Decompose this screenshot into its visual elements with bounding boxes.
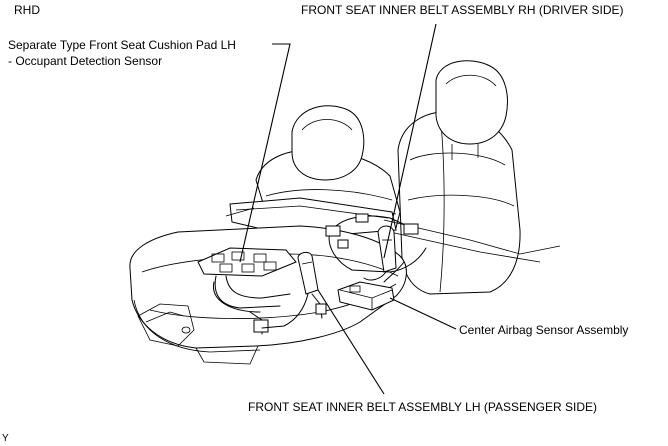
drive-mode-label: RHD <box>14 3 40 17</box>
airbag-sensor-label: Center Airbag Sensor Assembly <box>459 323 629 337</box>
airbag-sensor-leader <box>389 297 457 330</box>
lh-seat-headrest <box>291 105 365 181</box>
belt-lh-leader <box>317 289 385 395</box>
lh-belt-buckle <box>261 251 327 329</box>
belt-rh-leader <box>383 23 437 259</box>
rh-seat-backrest <box>397 111 521 295</box>
cushion-pad-label-line2: - Occupant Detection Sensor <box>8 54 163 68</box>
leader-lines <box>239 23 457 395</box>
occupant-detection-sensor <box>197 247 297 335</box>
footer-mark: Y <box>2 433 9 444</box>
rh-belt-buckle <box>325 213 427 281</box>
rh-seat-headrest <box>435 60 508 160</box>
belt-rh-label: FRONT SEAT INNER BELT ASSEMBLY RH (DRIVE… <box>301 3 624 17</box>
cushion-pad-label-line1: Separate Type Front Seat Cushion Pad LH <box>8 38 236 52</box>
belt-lh-label: FRONT SEAT INNER BELT ASSEMBLY LH (PASSE… <box>248 400 597 414</box>
cushion-pad-leader <box>239 43 291 263</box>
